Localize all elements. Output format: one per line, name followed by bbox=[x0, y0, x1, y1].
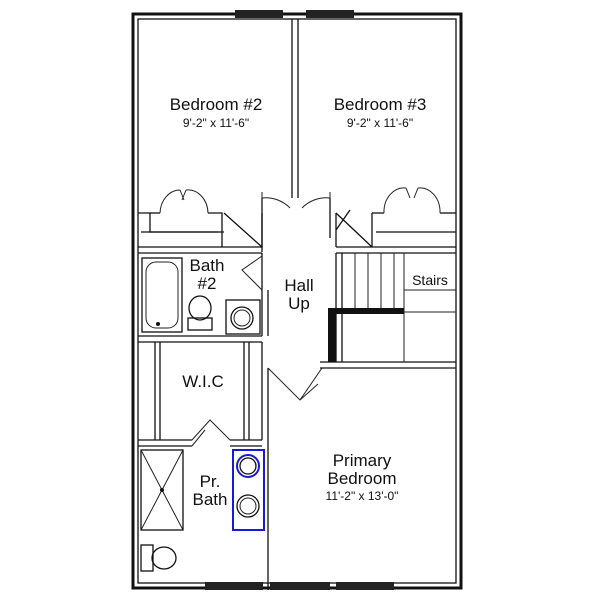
room-name-primary-bedroom-line2: Bedroom bbox=[328, 469, 397, 488]
room-name-bath-2-line1: Bath bbox=[190, 256, 225, 275]
room-name-wic: W.I.C bbox=[182, 372, 224, 391]
stairs-graphic bbox=[328, 253, 456, 362]
room-name-hall-line2: Up bbox=[288, 294, 310, 313]
room-name-primary-bedroom-line1: Primary bbox=[333, 451, 392, 470]
bathtub-icon bbox=[141, 257, 183, 333]
door-swing-icon bbox=[261, 192, 331, 209]
room-dims-bedroom-2: 9'-2" x 11'-6" bbox=[183, 116, 249, 130]
sink-icon bbox=[232, 449, 265, 531]
shower-icon bbox=[140, 449, 184, 531]
room-name-bedroom-2: Bedroom #2 bbox=[170, 95, 263, 114]
room-name-bath-2-line2: #2 bbox=[198, 274, 217, 293]
room-name-hall-line1: Hall bbox=[284, 276, 313, 295]
toilet-icon bbox=[140, 544, 177, 572]
interior-walls bbox=[138, 19, 456, 590]
room-name-bedroom-3: Bedroom #3 bbox=[334, 95, 427, 114]
room-name-primary-bath-line1: Pr. bbox=[200, 472, 221, 491]
room-dims-bedroom-3: 9'-2" x 11'-6" bbox=[347, 116, 413, 130]
room-name-stairs: Stairs bbox=[412, 272, 448, 288]
room-dims-primary-bedroom: 11'-2" x 13'-0" bbox=[326, 489, 399, 503]
toilet-icon bbox=[187, 295, 213, 331]
room-name-primary-bath-line2: Bath bbox=[193, 490, 228, 509]
window-icon bbox=[205, 10, 394, 590]
sink-icon bbox=[225, 299, 261, 335]
